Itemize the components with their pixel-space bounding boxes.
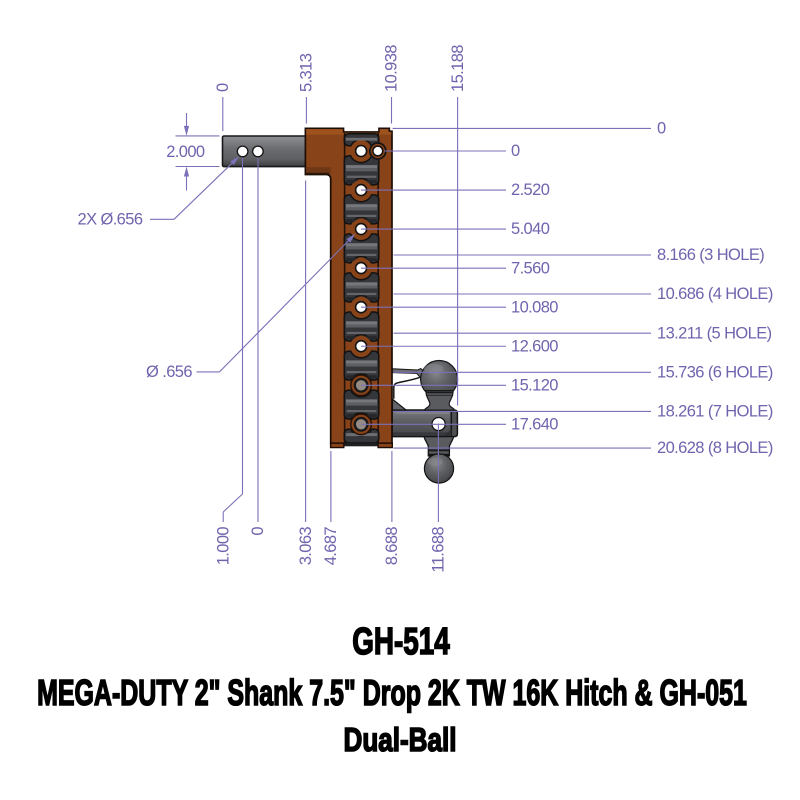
svg-text:1.000: 1.000	[214, 527, 232, 566]
svg-text:10.686 (4 HOLE): 10.686 (4 HOLE)	[657, 285, 773, 303]
svg-text:10.938: 10.938	[383, 45, 401, 92]
svg-text:17.640: 17.640	[511, 415, 558, 433]
svg-text:20.628 (8 HOLE): 20.628 (8 HOLE)	[657, 439, 773, 457]
svg-text:15.120: 15.120	[511, 376, 558, 394]
svg-text:0: 0	[511, 142, 520, 160]
svg-text:12.600: 12.600	[511, 337, 558, 355]
svg-text:18.261 (7 HOLE): 18.261 (7 HOLE)	[657, 403, 773, 421]
svg-text:2.000: 2.000	[166, 143, 205, 161]
svg-text:5.040: 5.040	[511, 220, 550, 238]
svg-text:11.688: 11.688	[430, 527, 448, 573]
svg-text:0: 0	[657, 120, 666, 138]
svg-text:2.520: 2.520	[511, 181, 550, 199]
svg-text:4.687: 4.687	[322, 527, 340, 566]
svg-text:Ø .656: Ø .656	[146, 363, 192, 381]
svg-text:15.188: 15.188	[449, 45, 467, 92]
svg-text:10.080: 10.080	[511, 298, 558, 316]
svg-text:2X Ø.656: 2X Ø.656	[78, 210, 143, 228]
svg-text:0: 0	[214, 83, 232, 92]
svg-text:3.063: 3.063	[297, 527, 315, 566]
svg-text:13.211 (5 HOLE): 13.211 (5 HOLE)	[657, 324, 772, 342]
svg-text:5.313: 5.313	[298, 53, 316, 92]
svg-text:8.688: 8.688	[383, 527, 401, 566]
svg-text:7.560: 7.560	[511, 259, 550, 277]
svg-text:0: 0	[249, 527, 267, 536]
svg-text:8.166 (3 HOLE): 8.166 (3 HOLE)	[657, 246, 764, 264]
svg-text:15.736 (6 HOLE): 15.736 (6 HOLE)	[657, 363, 773, 381]
